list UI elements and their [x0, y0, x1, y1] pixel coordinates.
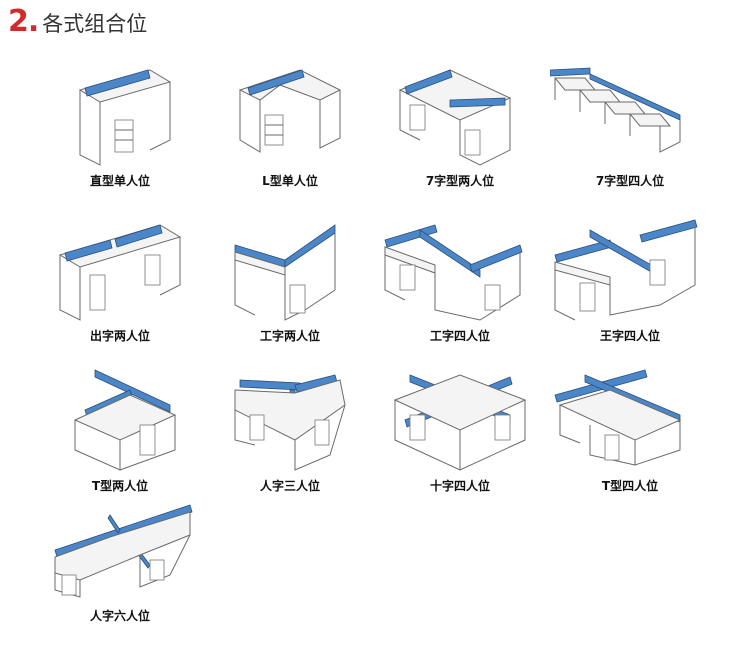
item-label: 十字四人位 — [429, 479, 490, 493]
item-label: T型四人位 — [601, 479, 659, 493]
workstation-ren-triple-illustration — [234, 374, 346, 471]
page-title: 2. 各式组合位 — [8, 4, 147, 44]
workstation-7-double-illustration — [398, 69, 512, 166]
workstation-ren-six-illustration — [54, 504, 193, 598]
item-label: 王字四人位 — [599, 329, 660, 343]
item-label: 7字型四人位 — [595, 174, 665, 188]
workstation-t-double-illustration — [73, 369, 177, 471]
workstation-item: 出字两人位 — [40, 215, 200, 370]
item-label: 出字两人位 — [89, 329, 150, 343]
workstation-cross-quad-illustration — [393, 374, 527, 471]
workstation-item: L型单人位 — [210, 60, 370, 215]
workstation-item: 工字四人位 — [380, 215, 540, 370]
title-number: 2. — [8, 4, 39, 39]
title-text: 各式组合位 — [42, 12, 148, 36]
workstation-item: 工字两人位 — [210, 215, 370, 370]
workstation-t-quad-illustration — [554, 369, 682, 466]
workstation-item: T型四人位 — [550, 365, 710, 520]
workstation-straight-single-illustration — [78, 69, 172, 166]
workstation-item: T型两人位 — [40, 365, 200, 520]
workstation-item: 直型单人位 — [40, 60, 200, 215]
item-label: L型单人位 — [262, 174, 318, 188]
workstation-gong-double-illustration — [234, 224, 336, 321]
workstation-item: 7字型两人位 — [380, 60, 540, 215]
workstation-wang-quad-illustration — [554, 219, 698, 321]
item-label: 直型单人位 — [89, 174, 150, 188]
workstation-l-single-illustration — [238, 69, 342, 153]
workstation-item: 7字型四人位 — [550, 60, 710, 215]
workstation-7-quad-illustration — [550, 67, 681, 153]
item-label: 人字六人位 — [89, 609, 150, 623]
item-label: 工字四人位 — [429, 329, 490, 343]
workstation-item: 人字六人位 — [40, 495, 200, 650]
workstation-gong-quad-illustration — [384, 224, 523, 321]
item-label: 工字两人位 — [259, 329, 320, 343]
workstation-item: 十字四人位 — [380, 365, 540, 520]
item-label: T型两人位 — [91, 479, 149, 493]
item-label: 7字型两人位 — [425, 174, 495, 188]
workstation-chu-double-illustration — [58, 224, 182, 321]
item-label: 人字三人位 — [259, 479, 320, 493]
workstation-item: 人字三人位 — [210, 365, 370, 520]
workstation-item: 王字四人位 — [550, 215, 710, 370]
